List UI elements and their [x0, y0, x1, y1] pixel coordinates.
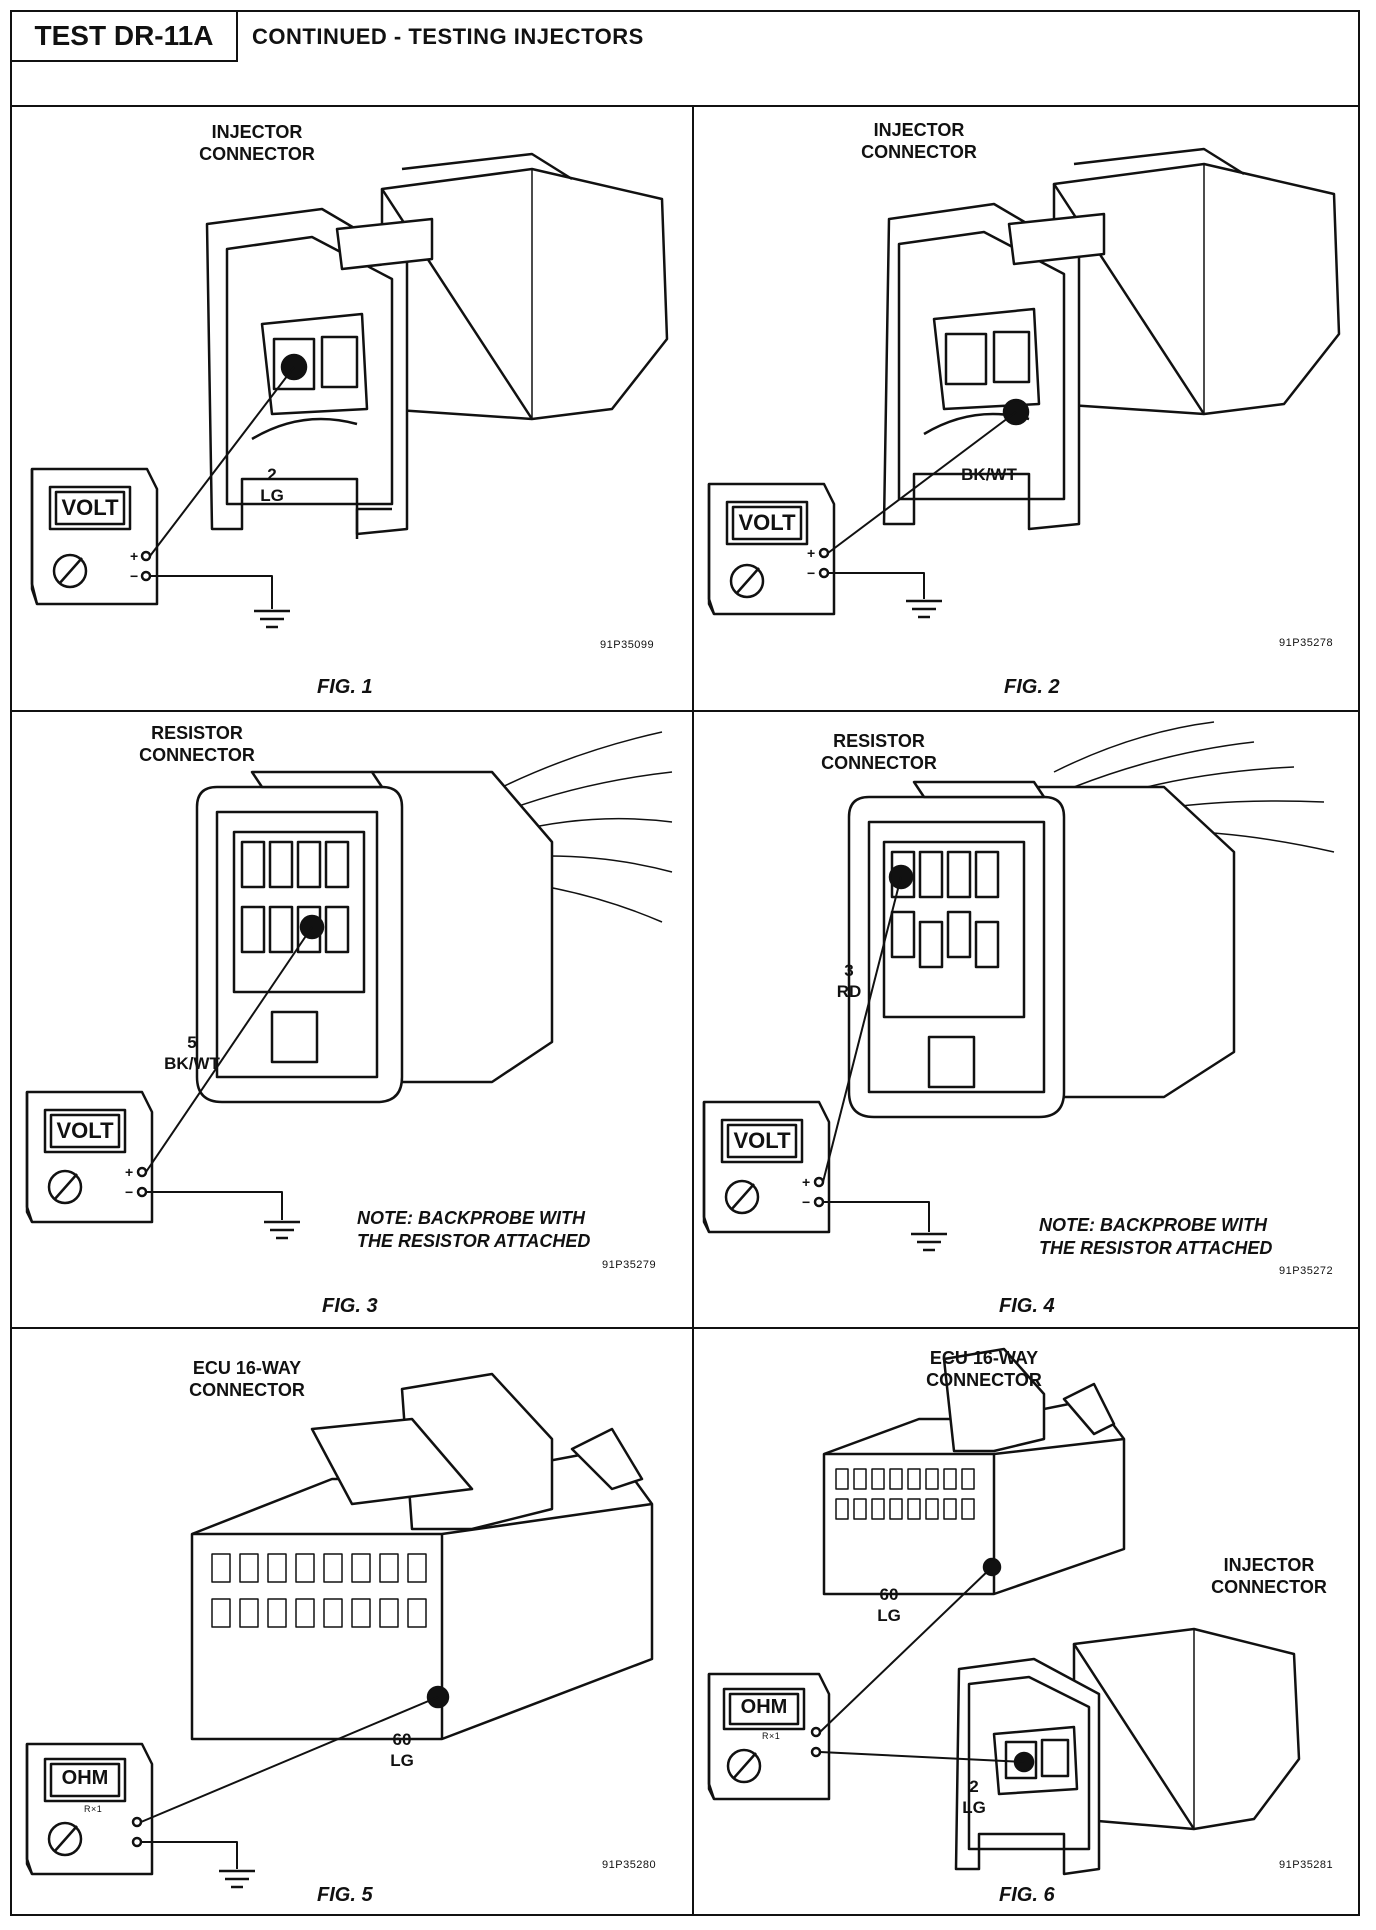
figure-6-drawing	[707, 1347, 1301, 1876]
figure-1-connector-label: INJECTOR CONNECTOR	[199, 122, 315, 164]
figure-6-caption: FIG. 6	[999, 1884, 1055, 1906]
figure-6-code: 91P35281	[1279, 1859, 1334, 1871]
row-divider-2	[12, 1327, 1358, 1329]
figure-3-panel: + − RESISTOR CONNECTOR 5 BK/WT VOLT NOTE…	[12, 712, 692, 1327]
figure-3-drawing: + −	[25, 731, 673, 1240]
figure-4-panel: + − RESISTOR CONNECTOR 3 RD VOLT NOTE: B…	[694, 712, 1360, 1327]
figure-3-caption: FIG. 3	[322, 1295, 378, 1317]
figure-4-code: 91P35272	[1279, 1265, 1334, 1277]
figure-5-drawing	[25, 1372, 654, 1889]
figure-5-connector-label: ECU 16-WAY CONNECTOR	[189, 1358, 305, 1400]
figure-4-wire-label: 3 RD	[836, 961, 862, 1001]
svg-text:+: +	[130, 548, 138, 564]
figure-5-code: 91P35280	[602, 1859, 657, 1871]
figure-4-connector-label: RESISTOR CONNECTOR	[821, 731, 937, 773]
svg-text:−: −	[807, 565, 815, 581]
figure-1-drawing: + −	[30, 152, 669, 629]
figure-2-caption: FIG. 2	[1004, 676, 1060, 698]
figure-1-code: 91P35099	[600, 639, 655, 651]
figure-2-connector-label: INJECTOR CONNECTOR	[861, 120, 977, 162]
figure-2-code: 91P35278	[1279, 637, 1334, 649]
test-id: TEST DR-11A	[12, 12, 238, 62]
figure-3-wire-label: 5 BK/WT	[164, 1033, 220, 1073]
figure-3-code: 91P35279	[602, 1259, 657, 1271]
figure-1-meter-label: VOLT	[61, 495, 119, 520]
figure-3-meter-label: VOLT	[56, 1118, 114, 1143]
figure-6-meter-range: R×1	[762, 1731, 781, 1741]
figure-6-injector-wire-label: 2 LG	[962, 1777, 986, 1817]
figure-2-drawing: + −	[707, 147, 1341, 619]
figure-4-note: NOTE: BACKPROBE WITH THE RESISTOR ATTACH…	[1039, 1215, 1273, 1258]
figure-6-injector-connector-label: INJECTOR CONNECTOR	[1211, 1555, 1327, 1597]
figure-3-note: NOTE: BACKPROBE WITH THE RESISTOR ATTACH…	[357, 1208, 591, 1251]
figure-5-wire-label: 60 LG	[390, 1730, 414, 1770]
svg-text:−: −	[125, 1184, 133, 1200]
figure-4-meter-label: VOLT	[733, 1128, 791, 1153]
figure-6-meter-label: OHM	[740, 1696, 788, 1718]
figure-6-ecu-connector-label: ECU 16-WAY CONNECTOR	[926, 1348, 1042, 1390]
figure-6-panel: ECU 16-WAY CONNECTOR INJECTOR CONNECTOR …	[694, 1329, 1360, 1916]
page-title: CONTINUED - TESTING INJECTORS	[252, 24, 644, 49]
figure-6-ecu-wire-label: 60 LG	[877, 1585, 901, 1625]
figure-5-meter-range: R×1	[84, 1804, 103, 1814]
svg-text:+: +	[802, 1174, 810, 1190]
figure-2-meter-label: VOLT	[738, 510, 796, 535]
column-divider	[692, 107, 694, 1916]
figure-4-caption: FIG. 4	[999, 1295, 1055, 1317]
figure-5-panel: ECU 16-WAY CONNECTOR 60 LG OHM R×1 91P35…	[12, 1329, 692, 1916]
header: TEST DR-11A CONTINUED - TESTING INJECTOR…	[12, 12, 1358, 107]
figure-4-drawing: + −	[702, 721, 1335, 1252]
row-divider-1	[12, 710, 1358, 712]
svg-text:−: −	[802, 1194, 810, 1210]
figure-1-wire-label: 2 LG	[260, 465, 284, 505]
figure-3-connector-label: RESISTOR CONNECTOR	[139, 723, 255, 765]
figure-2-wire-label: BK/WT	[961, 465, 1017, 484]
figure-5-caption: FIG. 5	[317, 1884, 373, 1906]
figure-5-meter-label: OHM	[61, 1767, 109, 1789]
svg-text:+: +	[807, 545, 815, 561]
diagram-sheet: TEST DR-11A CONTINUED - TESTING INJECTOR…	[10, 10, 1360, 1916]
svg-text:−: −	[130, 568, 138, 584]
figure-1-panel: + − INJECTOR CONNECTOR 2 LG VOLT 91P3509…	[12, 109, 692, 710]
figure-1-caption: FIG. 1	[317, 676, 373, 698]
figure-2-panel: + − INJECTOR CONNECTOR BK/WT VOLT 91P352…	[694, 109, 1360, 710]
svg-text:+: +	[125, 1164, 133, 1180]
